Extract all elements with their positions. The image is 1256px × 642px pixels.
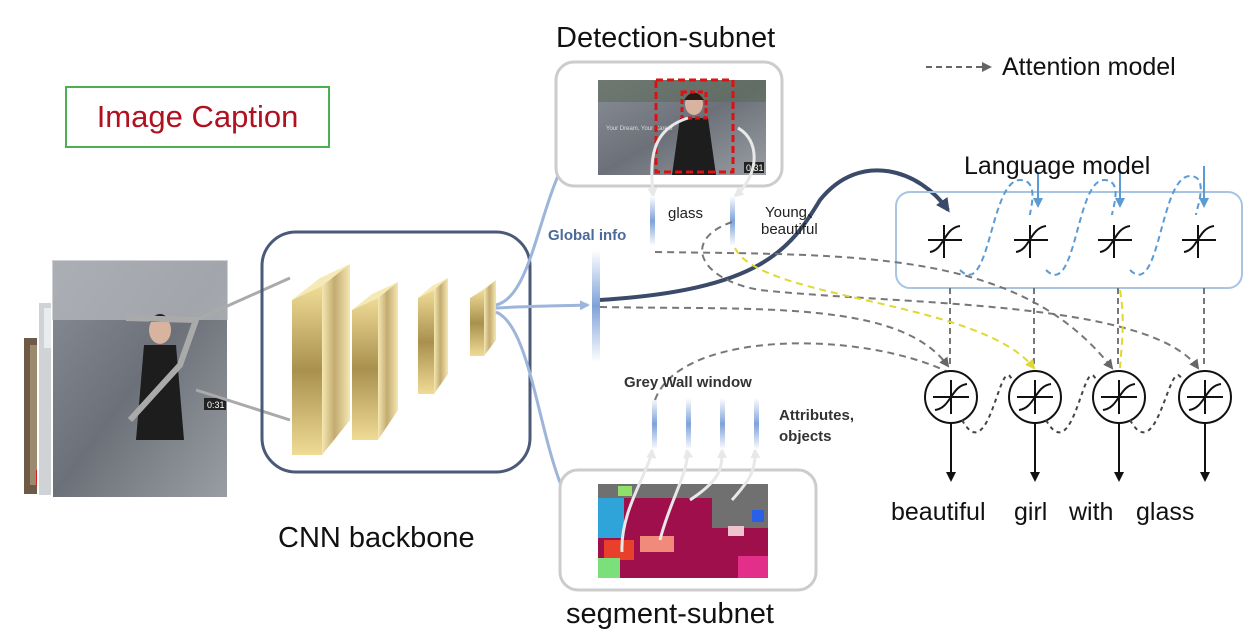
glass-label: glass — [668, 205, 704, 222]
segmentation-map — [598, 484, 768, 578]
lm-recurrence-2 — [1045, 178, 1117, 276]
frame-timestamp-back: 0:31 — [207, 400, 225, 410]
projection-line-bottom — [195, 388, 291, 422]
arrow-detection-to-glass — [647, 116, 689, 198]
lm-unit-4 — [1182, 225, 1216, 258]
arrow-global-to-language — [599, 168, 950, 302]
attention-young-to-d4 — [701, 221, 1200, 370]
language-model-label: Language model — [964, 152, 1151, 180]
attention-model-label: Attention model — [1002, 53, 1176, 81]
svg-text:Your Dream, Your Career: Your Dream, Your Career — [606, 126, 673, 132]
lm-unit-3 — [1098, 225, 1132, 258]
lm-recurrence-3 — [1129, 174, 1202, 276]
detection-image: Your Dream, Your Career 0:31 — [598, 80, 766, 175]
decoder-recurrence-3 — [1129, 374, 1183, 434]
arrow-detection-to-young — [733, 126, 756, 198]
image-caption-title: Image Caption — [65, 86, 330, 148]
attention-global-to-d1 — [599, 306, 950, 368]
feature-bar-attr-3 — [720, 398, 725, 450]
input-video-frames: 0:31 — [24, 259, 229, 499]
person-detection-box — [654, 78, 735, 174]
decoder-unit-4 — [1178, 370, 1232, 424]
young-label: Young、 — [765, 204, 822, 221]
lm-recurrence-1 — [959, 178, 1034, 276]
feature-bar-attr-4 — [754, 398, 759, 450]
arrow-seg-to-attr2 — [658, 448, 694, 541]
lm-unit-2 — [1014, 225, 1048, 258]
feature-bar-global-info — [592, 250, 600, 362]
receptive-field-triangle — [125, 315, 201, 423]
decoder-unit-3 — [1092, 370, 1146, 424]
attention-yellow-d3 — [1119, 289, 1124, 369]
lm-unit-1 — [928, 225, 962, 258]
feature-bar-attr-2 — [686, 398, 691, 450]
feature-bar-attr-1 — [652, 398, 657, 450]
feature-bar-glass — [650, 196, 655, 246]
projection-line-top — [195, 276, 291, 322]
arrow-to-global-info — [495, 300, 590, 311]
objects-label: objects — [779, 428, 832, 445]
attention-glass-to-d3 — [654, 251, 1114, 370]
arrow-seg-to-attr1 — [620, 448, 657, 553]
arrow-seg-to-attr4 — [730, 448, 761, 502]
grey-wall-window-label: Grey Wall window — [624, 374, 752, 391]
output-word-3: with — [1069, 498, 1114, 526]
frame-timestamp-detection: 0:31 — [746, 163, 764, 173]
output-word-4: glass — [1136, 498, 1195, 526]
output-word-1: beautiful — [891, 498, 986, 526]
decoder-recurrence-2 — [1045, 374, 1097, 434]
segment-subnet-label: segment-subnet — [566, 598, 774, 630]
output-word-2: girl — [1014, 498, 1048, 526]
face-detection-box — [680, 90, 708, 120]
cnn-feature-maps — [292, 264, 496, 455]
language-model-box — [895, 191, 1243, 289]
global-info-label: Global info — [548, 227, 627, 244]
attention-yellow-to-d2 — [734, 247, 1036, 370]
cnn-backbone-box — [260, 230, 532, 474]
detection-subnet-label: Detection-subnet — [556, 22, 776, 54]
decoder-unit-1 — [924, 370, 978, 424]
attention-attr-to-d1 — [654, 342, 949, 401]
arrow-seg-to-attr3 — [689, 448, 727, 502]
decoder-recurrence-1 — [961, 374, 1013, 434]
feature-bar-young — [730, 196, 735, 246]
beautiful-label: beautiful — [761, 221, 818, 238]
attributes-label: Attributes, — [779, 407, 854, 424]
decoder-unit-2 — [1008, 370, 1062, 424]
cnn-backbone-label: CNN backbone — [278, 522, 475, 554]
